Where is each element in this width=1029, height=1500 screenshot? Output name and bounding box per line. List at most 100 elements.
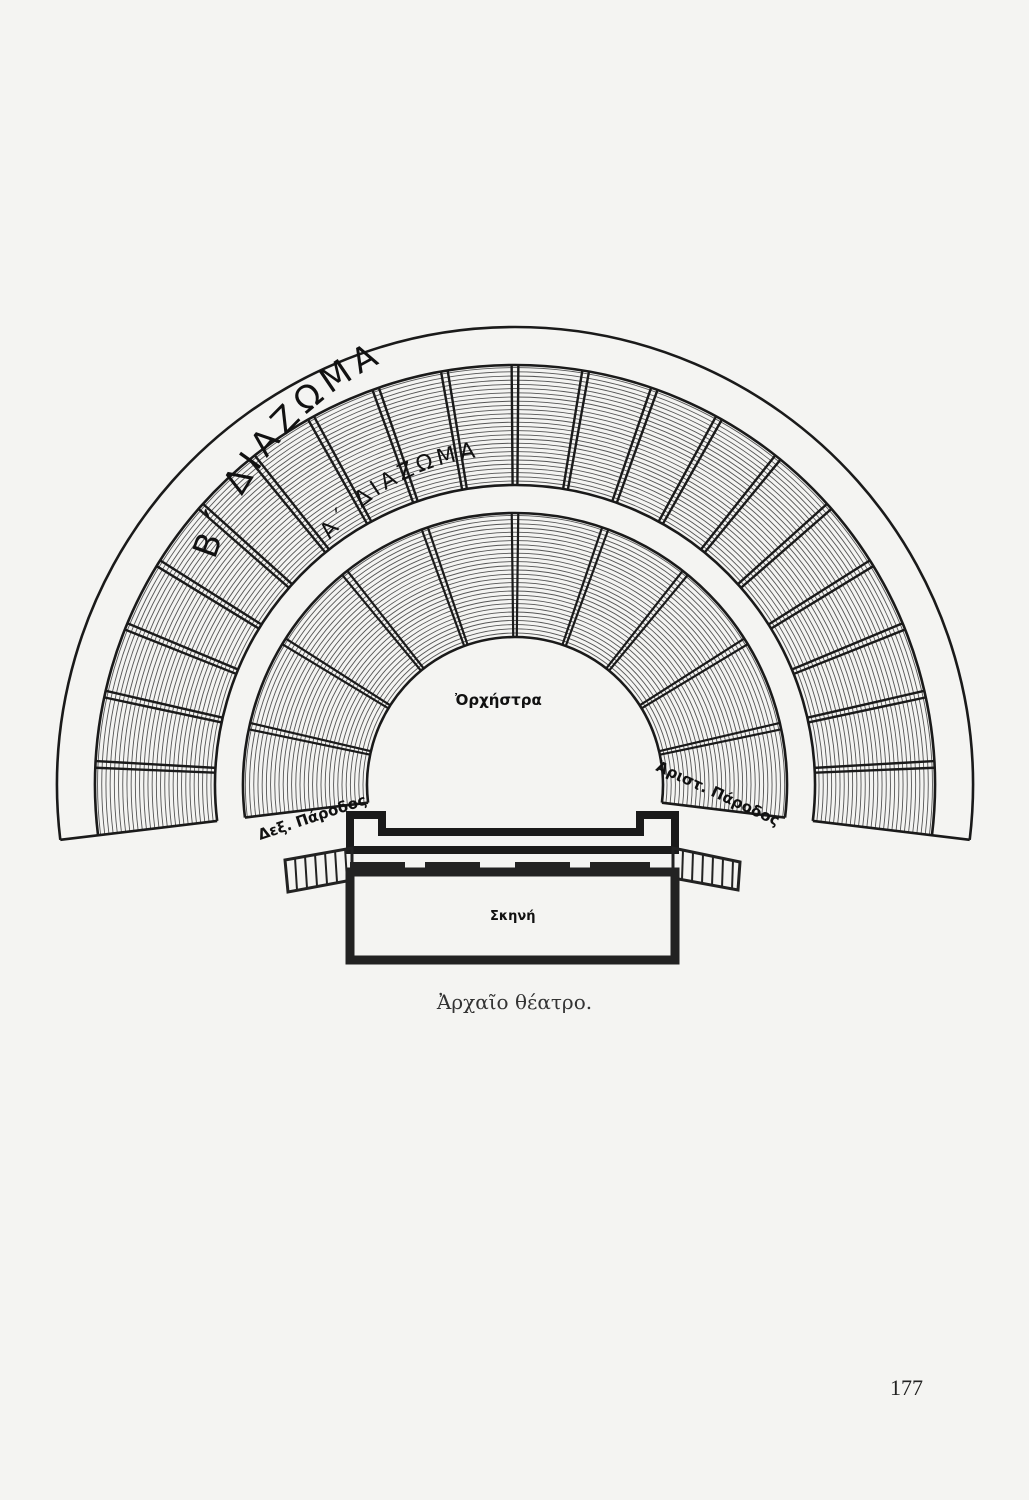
wing-hatch-line bbox=[681, 849, 684, 881]
seat-row-upper bbox=[210, 480, 820, 822]
proskenion-column bbox=[590, 836, 602, 845]
stairway-lower bbox=[605, 570, 684, 670]
orchestra-label: Ὀρχήστρα bbox=[455, 691, 542, 709]
stairway-lower bbox=[639, 637, 745, 707]
stairway-lower bbox=[564, 529, 610, 647]
stairway-lower bbox=[248, 728, 371, 756]
wing-hatch-line bbox=[691, 851, 694, 883]
seat-row-upper bbox=[139, 409, 891, 830]
proskenion-column bbox=[568, 836, 580, 845]
stairway-upper bbox=[737, 502, 828, 586]
seat-row-upper bbox=[206, 476, 824, 822]
wing-hatch-line bbox=[294, 857, 298, 891]
stairway-lower bbox=[561, 526, 604, 646]
seat-row-upper bbox=[176, 447, 854, 826]
proskenion-column bbox=[502, 836, 514, 845]
seat-row-lower bbox=[345, 615, 685, 806]
seat-row-lower bbox=[333, 603, 697, 807]
tier-boundary bbox=[93, 363, 937, 836]
stairway-upper bbox=[814, 766, 935, 774]
skene-label: Σκηνή bbox=[490, 909, 535, 924]
seat-row-lower bbox=[261, 531, 769, 816]
tier-boundary bbox=[213, 483, 817, 822]
seat-row-upper bbox=[168, 438, 862, 827]
parodos-wall-right bbox=[671, 846, 742, 892]
stairway-upper bbox=[312, 415, 373, 523]
seat-row-lower bbox=[278, 548, 752, 814]
stairway-upper bbox=[371, 389, 415, 504]
stairway-upper bbox=[703, 458, 782, 554]
stairway-upper bbox=[510, 365, 514, 486]
seat-row-upper bbox=[193, 463, 837, 824]
page-number: 177 bbox=[890, 1375, 923, 1400]
proskenion-column bbox=[458, 836, 470, 845]
seat-row-upper bbox=[198, 468, 832, 823]
stairway-lower bbox=[658, 721, 781, 753]
proskenion-column bbox=[392, 836, 404, 845]
stairway-upper bbox=[377, 387, 419, 502]
seat-row-lower bbox=[307, 578, 723, 810]
stairway-lower bbox=[426, 526, 469, 646]
seat-row-lower bbox=[349, 620, 681, 805]
seat-row-lower bbox=[274, 544, 756, 814]
proskenion-column bbox=[546, 836, 558, 845]
seat-row-lower bbox=[316, 586, 714, 809]
stairway-upper bbox=[561, 370, 584, 490]
wing-hatch-line bbox=[721, 857, 724, 889]
stairway-upper bbox=[657, 415, 718, 523]
seat-row-upper bbox=[202, 472, 828, 823]
wing-hatch-line bbox=[324, 851, 328, 885]
seat-row-lower bbox=[291, 561, 739, 812]
stairway-upper bbox=[791, 622, 904, 671]
seat-row-upper bbox=[118, 388, 912, 833]
seat-row-lower bbox=[244, 515, 786, 818]
stairway-lower bbox=[510, 513, 515, 638]
stairway-upper bbox=[126, 622, 239, 671]
seat-row-lower bbox=[270, 540, 760, 815]
stairway-upper bbox=[155, 565, 260, 630]
stairway-lower bbox=[249, 721, 372, 753]
proskenion-column bbox=[612, 836, 624, 845]
stairway-upper bbox=[611, 387, 653, 502]
seat-row-lower bbox=[354, 624, 676, 805]
seat-row-upper bbox=[101, 371, 929, 835]
stairway-upper bbox=[767, 559, 871, 626]
wing-hatch-line bbox=[344, 847, 348, 881]
seat-row-lower bbox=[249, 519, 781, 817]
stairway-upper bbox=[253, 454, 331, 551]
seat-row-lower bbox=[303, 573, 727, 811]
stairway-upper bbox=[446, 370, 469, 490]
seat-row-lower bbox=[299, 569, 731, 811]
wing-hatch-line bbox=[314, 853, 318, 887]
proskenion-column bbox=[480, 836, 492, 845]
stairway-lower bbox=[515, 513, 520, 638]
seat-row-lower bbox=[257, 527, 773, 816]
seat-row-upper bbox=[113, 383, 917, 834]
seat-row-lower bbox=[320, 590, 710, 809]
stairway-upper bbox=[661, 418, 723, 525]
seat-row-lower bbox=[295, 565, 735, 812]
seat-row-lower bbox=[341, 611, 689, 806]
stairway-upper bbox=[793, 628, 906, 676]
stairway-upper bbox=[248, 458, 327, 554]
cavea-end bbox=[661, 801, 786, 819]
tier-boundary bbox=[365, 635, 665, 803]
seat-row-lower bbox=[265, 535, 765, 815]
wing-hatch-line bbox=[701, 853, 704, 885]
stairway-upper bbox=[439, 371, 464, 490]
seat-row-upper bbox=[147, 417, 883, 829]
stairway-upper bbox=[699, 454, 777, 551]
stairway-lower bbox=[341, 574, 422, 672]
seat-row-lower bbox=[358, 628, 672, 804]
cavea-end bbox=[812, 819, 970, 842]
stairway-upper bbox=[202, 502, 293, 586]
cavea-end bbox=[60, 819, 218, 842]
seat-row-lower bbox=[337, 607, 693, 807]
seat-row-lower bbox=[286, 556, 744, 813]
seat-row-upper bbox=[189, 459, 841, 824]
seat-row-upper bbox=[134, 404, 896, 831]
seat-row-lower bbox=[324, 594, 706, 808]
seat-row-upper bbox=[172, 442, 858, 826]
wing-hatch-line bbox=[731, 859, 734, 891]
